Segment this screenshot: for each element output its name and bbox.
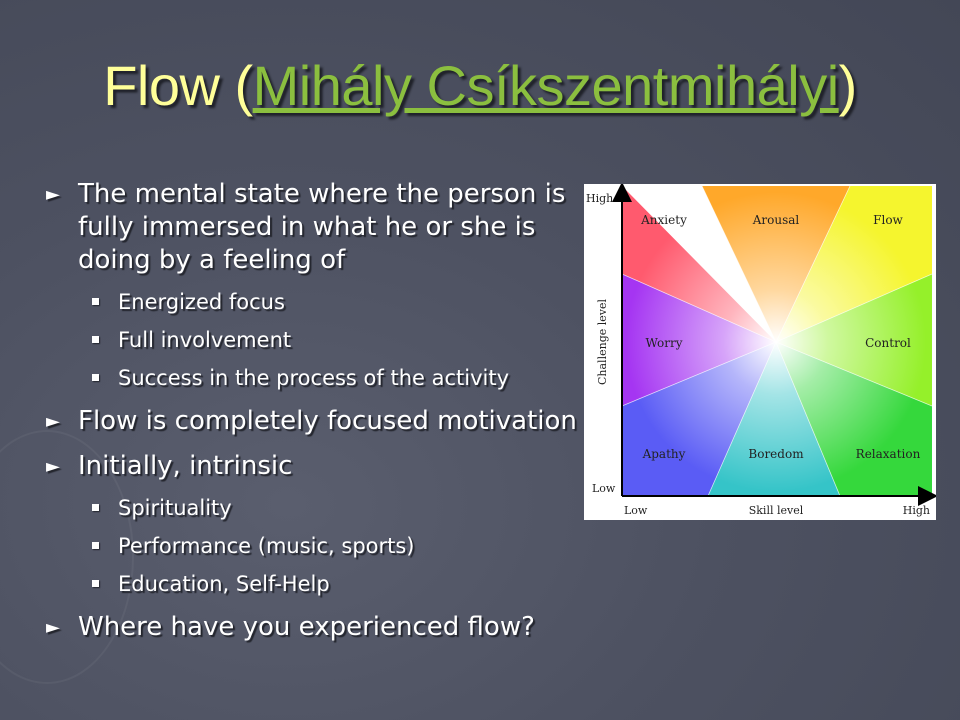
bullet-text: The mental state where the person is ful… (78, 179, 566, 275)
bullet-item: ► Initially, intrinsic (46, 450, 586, 483)
arrow-bullet-icon: ► (46, 456, 60, 477)
region-label-apathy: Apathy (642, 447, 686, 461)
sub-bullet-item: Full involvement (46, 327, 586, 353)
square-bullet-icon (92, 542, 99, 549)
sub-bullet-text: Energized focus (118, 290, 285, 314)
square-bullet-icon (92, 580, 99, 587)
x-high-label: High (903, 504, 930, 517)
center-highlight (622, 186, 932, 496)
sub-bullet-item: Success in the process of the activity (46, 365, 586, 391)
y-axis-title: Challenge level (596, 299, 609, 385)
bullet-text: Initially, intrinsic (78, 451, 293, 481)
flow-diagram-svg: Anxiety Arousal Flow Worry Control Apath… (586, 184, 936, 517)
y-high-label: High (586, 192, 613, 205)
sub-bullet-item: Performance (music, sports) (46, 533, 586, 559)
sub-bullet-item: Education, Self-Help (46, 571, 586, 597)
title-suffix: ) (838, 54, 858, 117)
bullet-text: Where have you experienced flow? (78, 612, 535, 642)
sub-bullet-item: Energized focus (46, 289, 586, 315)
x-low-label: Low (624, 504, 648, 517)
sub-bullet-text: Spirituality (118, 496, 232, 520)
bullet-item: ► The mental state where the person is f… (46, 178, 586, 277)
y-low-label: Low (592, 482, 616, 495)
arrow-bullet-icon: ► (46, 617, 60, 638)
square-bullet-icon (92, 374, 99, 381)
arrow-bullet-icon: ► (46, 411, 60, 432)
sub-bullet-text: Performance (music, sports) (118, 534, 415, 558)
flow-diagram: Anxiety Arousal Flow Worry Control Apath… (584, 184, 936, 520)
bullet-list: ► The mental state where the person is f… (46, 178, 586, 656)
region-dividers (621, 185, 933, 497)
region-label-arousal: Arousal (752, 213, 800, 227)
region-label-control: Control (865, 336, 911, 350)
square-bullet-icon (92, 336, 99, 343)
region-label-boredom: Boredom (748, 447, 804, 461)
bullet-text: Flow is completely focused motivation (78, 406, 577, 436)
square-bullet-icon (92, 504, 99, 511)
bullet-item: ► Where have you experienced flow? (46, 611, 586, 644)
region-label-anxiety: Anxiety (640, 213, 687, 227)
sub-bullet-text: Education, Self-Help (118, 572, 330, 596)
sub-bullet-text: Success in the process of the activity (118, 366, 510, 390)
sub-bullet-text: Full involvement (118, 328, 292, 352)
square-bullet-icon (92, 298, 99, 305)
title-link[interactable]: Mihály Csíkszentmihályi (252, 54, 840, 117)
region-label-relaxation: Relaxation (856, 447, 921, 461)
title-prefix: Flow ( (103, 54, 253, 117)
region-label-flow: Flow (873, 213, 903, 227)
x-axis-title: Skill level (749, 504, 804, 517)
arrow-bullet-icon: ► (46, 184, 60, 205)
slide-title: Flow (Mihály Csíkszentmihályi) (0, 50, 960, 122)
bullet-item: ► Flow is completely focused motivation (46, 405, 586, 438)
sub-bullet-item: Spirituality (46, 495, 586, 521)
region-label-worry: Worry (646, 336, 683, 350)
